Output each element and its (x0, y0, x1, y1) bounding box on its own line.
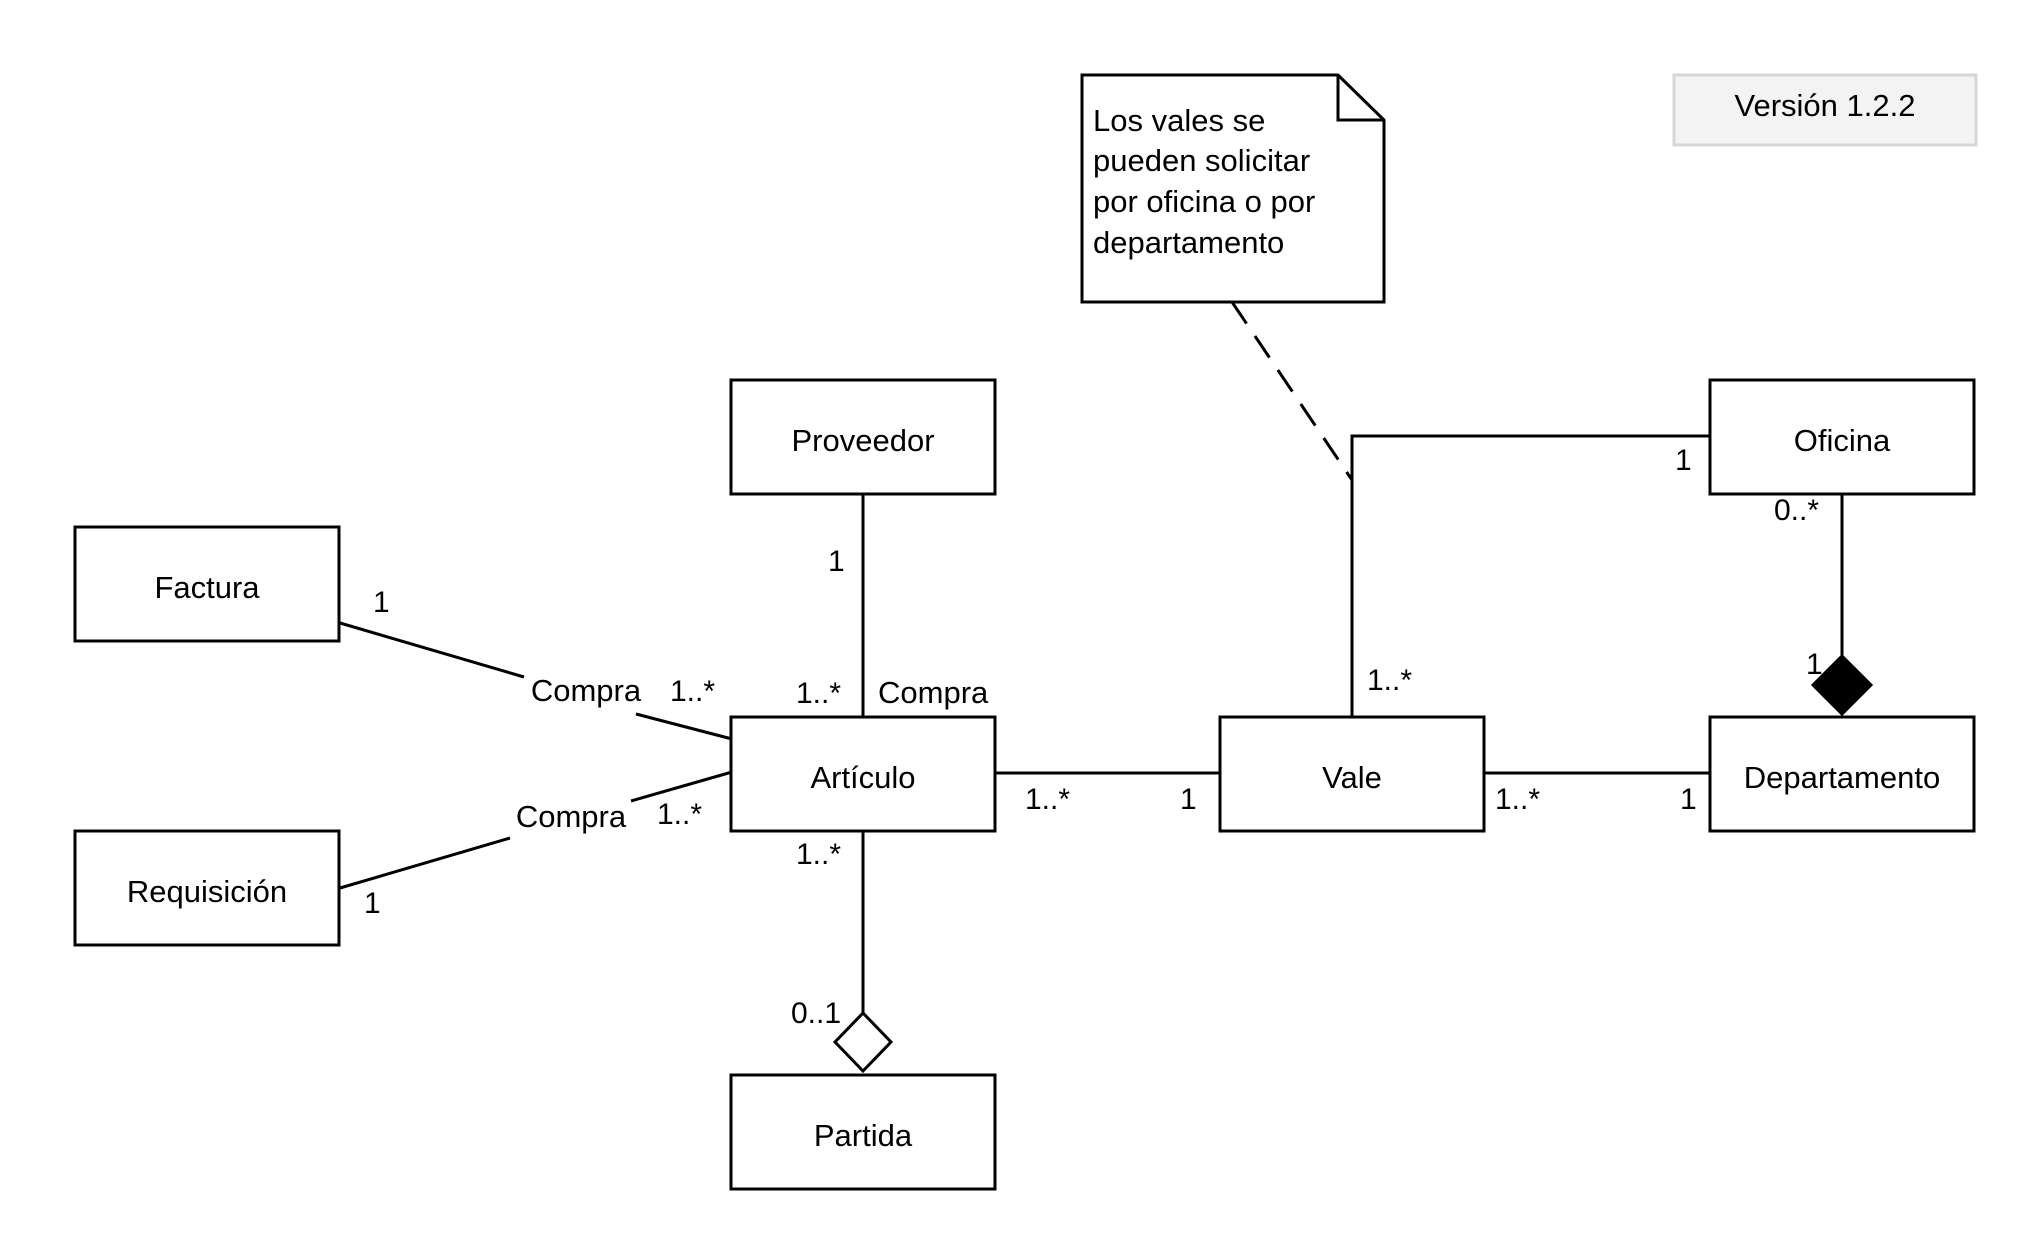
class-partida[interactable]: Partida (729, 1073, 997, 1191)
mult-requisicion-1: 1 (364, 887, 381, 920)
class-requisicion-label: Requisición (127, 874, 287, 909)
mult-articulo-partida-top: 1..* (796, 838, 841, 871)
class-oficina[interactable]: Oficina (1708, 378, 1976, 496)
assoc-label-factura: Compra (531, 673, 642, 708)
mult-proveedor-1: 1 (828, 545, 845, 578)
edge-factura-articulo-b (635, 712, 733, 741)
mult-factura-1: 1 (373, 586, 390, 619)
edge-factura-articulo-a (339, 621, 525, 679)
mult-partida-01: 0..1 (791, 997, 841, 1030)
class-vale-label: Vale (1322, 760, 1382, 795)
mult-vale-departamento-right: 1 (1680, 783, 1697, 816)
class-articulo[interactable]: Artículo (729, 715, 997, 833)
edge-vale-oficina (1350, 434, 1709, 717)
mult-vale-oficina-right: 1 (1675, 444, 1692, 477)
composition-diamond (1810, 653, 1874, 717)
mult-requisicion-articulo: 1..* (657, 798, 702, 831)
class-articulo-label: Artículo (810, 760, 915, 795)
class-factura-label: Factura (154, 570, 260, 605)
class-vale[interactable]: Vale (1218, 715, 1486, 833)
note-line-2: pueden solicitar (1093, 143, 1310, 178)
aggregation-diamond (832, 1010, 894, 1074)
mult-oficina-departamento-top: 0..* (1774, 494, 1819, 527)
mult-proveedor-articulo: 1..* (796, 677, 841, 710)
edge-requisicion-articulo-a (339, 836, 511, 890)
mult-articulo-vale-left: 1..* (1025, 783, 1070, 816)
assoc-label-proveedor: Compra (878, 675, 989, 710)
mult-factura-articulo: 1..* (670, 675, 715, 708)
edge-requisicion-articulo-b (630, 770, 733, 803)
class-proveedor[interactable]: Proveedor (729, 378, 997, 496)
assoc-label-requisicion: Compra (516, 799, 627, 834)
class-departamento-label: Departamento (1744, 760, 1940, 795)
class-departamento[interactable]: Departamento (1708, 715, 1976, 833)
class-proveedor-label: Proveedor (791, 423, 934, 458)
mult-vale-oficina-bottom: 1..* (1367, 664, 1412, 697)
note-line-3: por oficina o por (1093, 184, 1315, 219)
mult-oficina-departamento-bottom: 1 (1806, 648, 1823, 681)
class-partida-label: Partida (814, 1118, 913, 1153)
class-oficina-label: Oficina (1794, 423, 1891, 458)
mult-articulo-vale-right: 1 (1180, 783, 1197, 816)
note-anchor-line (1230, 301, 1354, 481)
version-text: Versión 1.2.2 (1735, 88, 1916, 123)
note-line-4: departamento (1093, 225, 1284, 260)
class-requisicion[interactable]: Requisición (73, 829, 341, 947)
note[interactable]: Los vales se pueden solicitar por oficin… (1080, 73, 1386, 304)
class-factura[interactable]: Factura (73, 525, 341, 643)
version-badge: Versión 1.2.2 (1672, 73, 1978, 147)
note-line-1: Los vales se (1093, 103, 1265, 138)
mult-vale-departamento-left: 1..* (1495, 783, 1540, 816)
